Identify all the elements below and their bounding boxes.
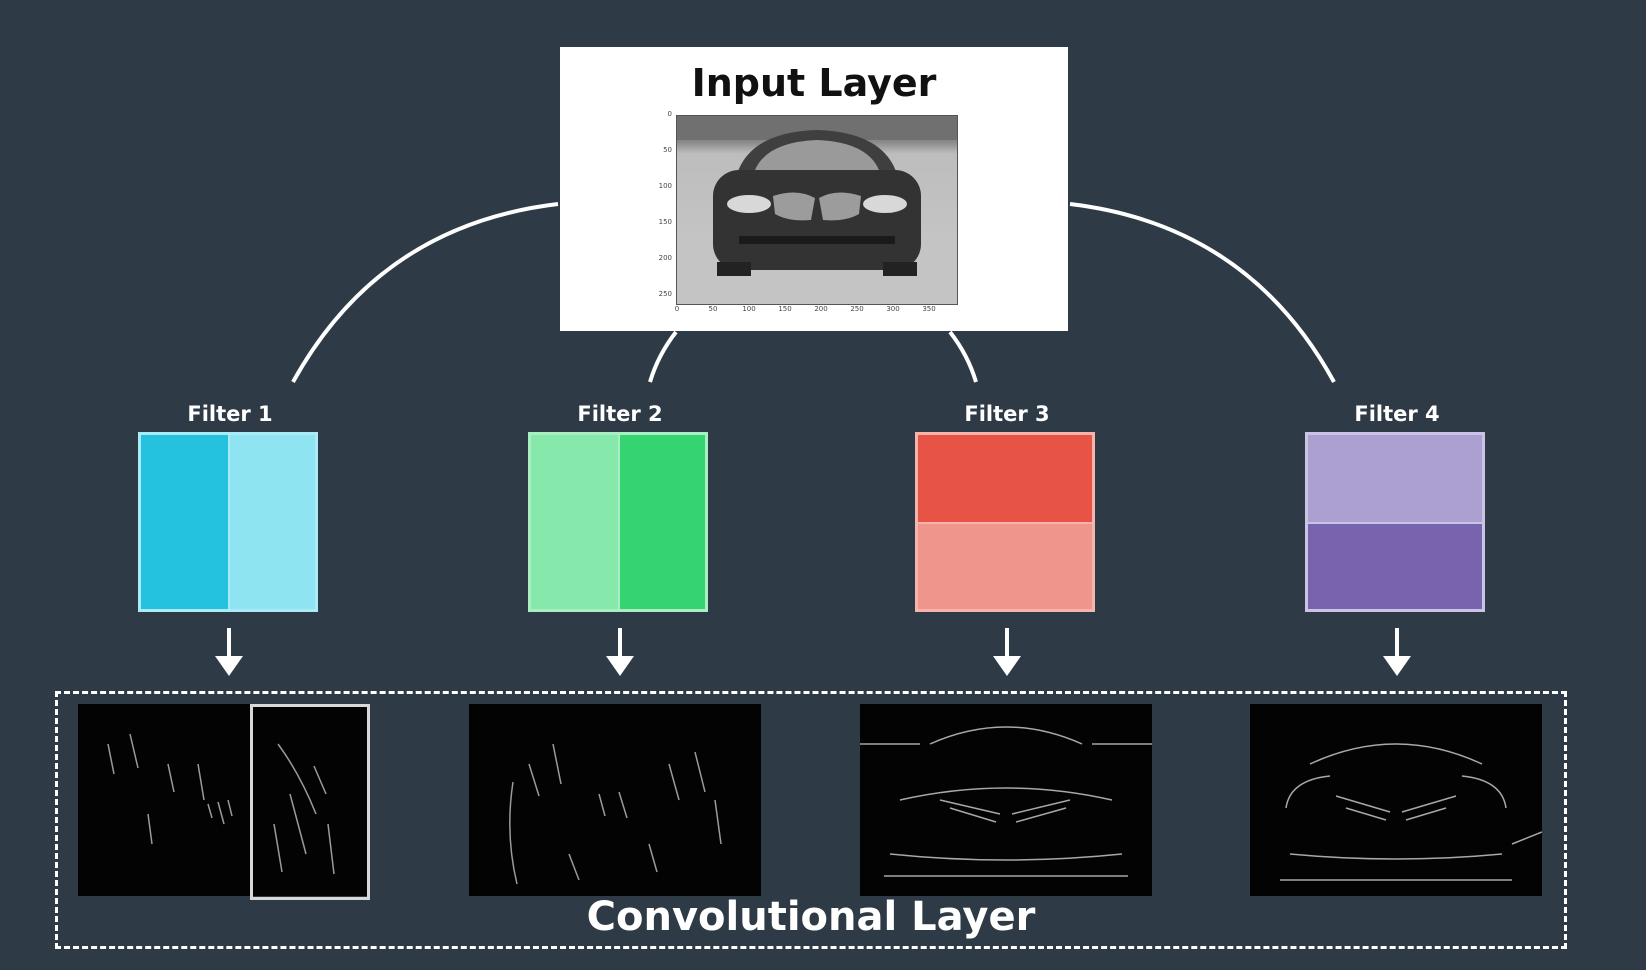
arrow-filter-2	[606, 628, 634, 676]
feature-map-highlight-box	[250, 704, 370, 900]
filter-1-left-half	[141, 435, 228, 609]
convolutional-layer-box: Convolutional Layer	[55, 691, 1567, 949]
x-tick-label: 300	[886, 305, 900, 313]
filter-2-kernel	[528, 432, 708, 612]
y-tick-label: 100	[658, 182, 672, 190]
filter-2-right-half	[618, 435, 705, 609]
y-tick-label: 150	[658, 218, 672, 226]
convolutional-layer-title: Convolutional Layer	[586, 894, 1036, 940]
x-tick-label: 50	[708, 305, 718, 313]
filter-1-right-half	[228, 435, 315, 609]
feature-map-filter-2	[469, 704, 761, 896]
filter-3-label: Filter 3	[964, 402, 1050, 426]
x-tick-label: 350	[922, 305, 936, 313]
arrow-filter-3	[993, 628, 1021, 676]
filter-2-label: Filter 2	[577, 402, 663, 426]
feature-map-filter-1	[78, 704, 370, 896]
x-tick-label: 200	[814, 305, 828, 313]
x-tick-label: 100	[742, 305, 756, 313]
input-layer-title: Input Layer	[691, 61, 937, 105]
y-tick-label: 250	[658, 290, 672, 298]
filter-3-bottom-half	[918, 522, 1092, 609]
y-tick-label: 0	[667, 110, 672, 118]
filter-3-top-half	[918, 435, 1092, 522]
connector-curve-filter-4	[1069, 202, 1336, 383]
filter-4-top-half	[1308, 435, 1482, 522]
x-tick-label: 150	[778, 305, 792, 313]
filter-4-label: Filter 4	[1354, 402, 1440, 426]
feature-map-filter-4	[1250, 704, 1542, 896]
arrow-filter-4	[1383, 628, 1411, 676]
y-tick-label: 200	[658, 254, 672, 262]
filter-4-bottom-half	[1308, 522, 1482, 609]
connector-curve-filter-1	[291, 202, 559, 383]
filter-2-left-half	[531, 435, 618, 609]
connector-curve-filter-2	[648, 330, 678, 383]
feature-map-filter-3	[860, 704, 1152, 896]
x-tick-label: 0	[674, 305, 680, 313]
filter-4-kernel	[1305, 432, 1485, 612]
car-grayscale-image	[676, 115, 958, 305]
connector-curve-filter-3	[948, 330, 978, 383]
filter-1-label: Filter 1	[187, 402, 273, 426]
y-tick-label: 50	[663, 146, 672, 154]
arrow-filter-1	[215, 628, 243, 676]
x-tick-label: 250	[850, 305, 864, 313]
filter-1-kernel	[138, 432, 318, 612]
filter-3-kernel	[915, 432, 1095, 612]
input-layer-card: Input Layer 0 50 100 150 200 250 0 50 10…	[560, 47, 1068, 331]
